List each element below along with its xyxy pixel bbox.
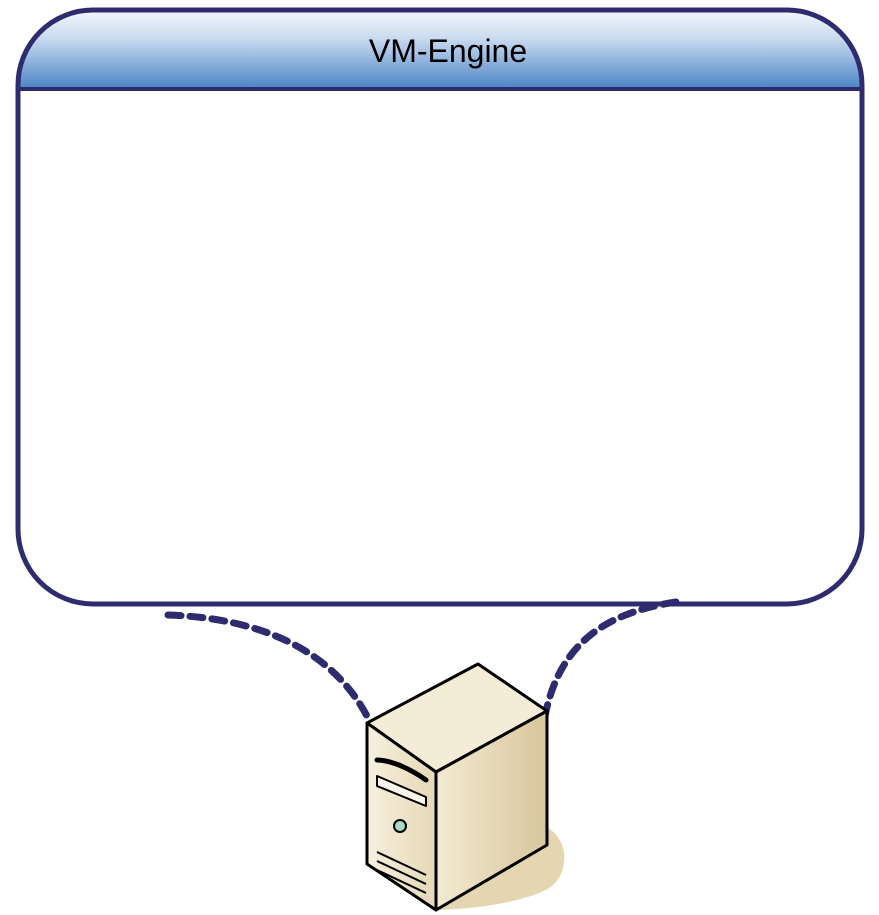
container-border	[15, 7, 865, 607]
server-tower-icon	[365, 662, 565, 912]
container-title: VM-Engine	[369, 33, 527, 69]
server-drive-bay-1	[374, 757, 429, 783]
server-vent-1	[376, 851, 427, 876]
vm-engine-container: VM-Engine	[15, 7, 865, 607]
container-header	[18, 10, 862, 89]
server-front-face	[365, 721, 438, 912]
container-body	[18, 10, 862, 604]
server-vent-2	[376, 860, 427, 885]
connector-left	[164, 611, 374, 726]
connector-right	[541, 598, 680, 720]
server-drive-bay-2	[376, 775, 427, 807]
server-power-button	[393, 819, 407, 833]
server-vent-3	[376, 869, 427, 894]
